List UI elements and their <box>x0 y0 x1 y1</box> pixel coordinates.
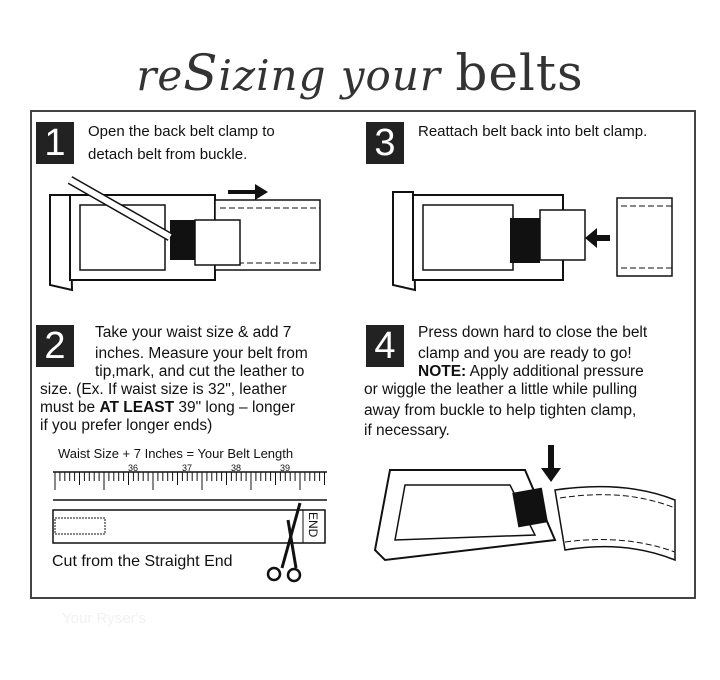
text-part: 39" long – longer <box>174 399 296 416</box>
step-1-text: Open the back belt clamp to detach belt … <box>88 123 275 163</box>
step-2-line: size. (Ex. If waist size is 32", leather <box>40 381 287 398</box>
instructions-frame <box>30 110 696 599</box>
page-title: reSizing your belts <box>0 44 720 102</box>
cut-label: Cut from the Straight End <box>52 553 233 570</box>
step-4-line: or wiggle the leather a little while pul… <box>364 381 638 398</box>
title-part: re <box>136 51 184 100</box>
step-2-line: inches. Measure your belt from <box>95 345 308 362</box>
watermark: Your Ryser's <box>62 610 147 627</box>
end-label: END <box>306 512 320 538</box>
ruler-tick-label: 38 <box>231 463 242 473</box>
title-part: belts <box>455 44 584 102</box>
step-2-line: must be AT LEAST 39" long – longer <box>40 397 295 418</box>
note-label: NOTE: <box>418 363 467 380</box>
step-3-text: Reattach belt back into belt clamp. <box>418 123 648 140</box>
ruler-tick-label: 37 <box>182 463 193 473</box>
step-1-buckle-illustration <box>49 176 321 292</box>
step-2-number: 2 <box>36 325 74 367</box>
title-part: izing your <box>218 51 456 100</box>
step-4-number: 4 <box>366 325 404 367</box>
ruler-caption: Waist Size + 7 Inches = Your Belt Length <box>58 446 294 461</box>
ruler-tick-label: 39 <box>280 463 291 473</box>
text-part: Apply additional pressure <box>466 363 644 380</box>
step-3-number: 3 <box>366 122 404 164</box>
step-4-buckle-illustration <box>373 445 676 562</box>
down-arrow-icon <box>541 445 561 482</box>
emphasis: AT LEAST <box>99 399 175 416</box>
scissors-icon <box>266 502 302 583</box>
step-2-line: if you prefer longer ends) <box>40 417 213 434</box>
title-part: S <box>183 44 219 102</box>
ruler <box>53 471 327 490</box>
step-3-buckle-illustration <box>392 191 673 292</box>
step-2-line: Take your waist size & add 7 <box>95 324 292 341</box>
step-4-line: clamp and you are ready to go! <box>418 345 632 362</box>
step-1-number: 1 <box>36 122 74 164</box>
step-4-line: away from buckle to help tighten clamp, <box>364 402 637 419</box>
step-4-line: if necessary. <box>364 422 450 439</box>
step-4-line: Press down hard to close the belt <box>418 324 648 341</box>
text-part: must be <box>40 399 100 416</box>
belt-end-illustration <box>52 499 327 583</box>
ruler-tick-label: 36 <box>128 463 139 473</box>
step-4-line: NOTE: Apply additional pressure <box>418 361 644 382</box>
step-2-line: tip,mark, and cut the leather to <box>95 363 305 380</box>
